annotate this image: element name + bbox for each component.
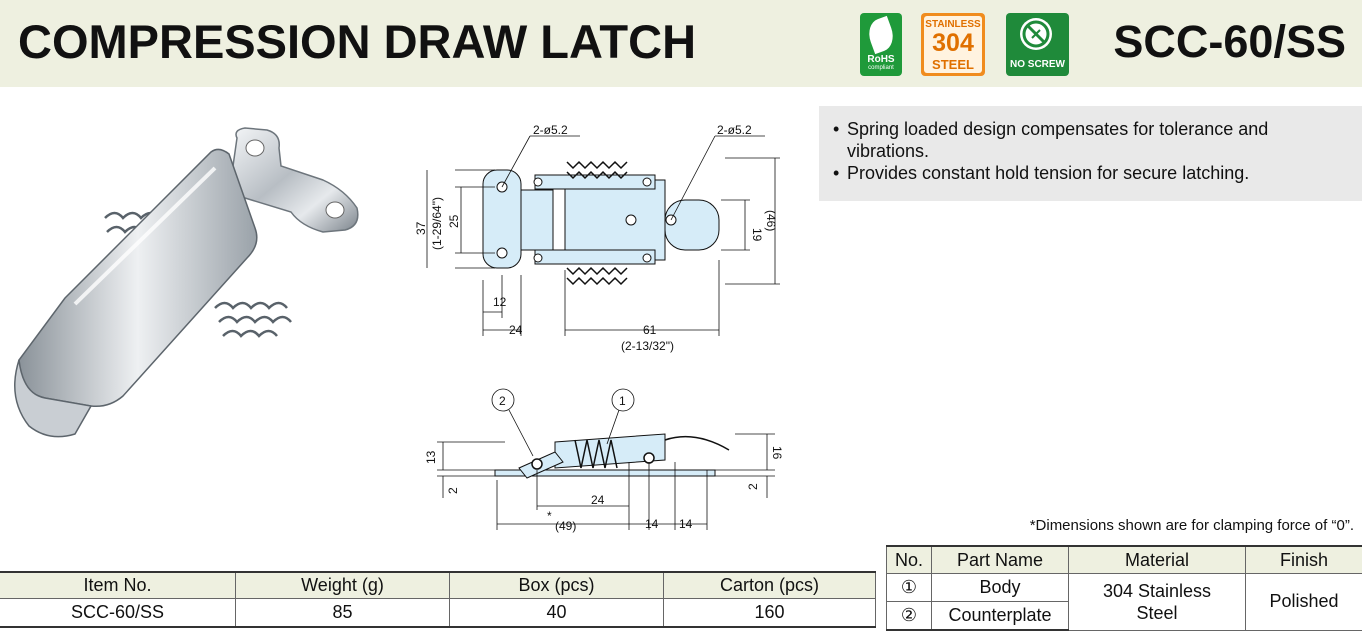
dim-61-inch: (2-13/32") [621, 339, 674, 353]
callout-1: 1 [619, 394, 626, 408]
part-no-cell: ① [886, 573, 932, 602]
item-header-item-no: Item No. [0, 571, 236, 599]
no-screw-icon [1020, 18, 1052, 50]
table-row: ② Counterplate [886, 601, 1362, 631]
dim-2-left: 2 [446, 487, 460, 494]
parts-header-part-name: Part Name [931, 545, 1069, 574]
parts-header-material: Material [1068, 545, 1246, 574]
dim-hole-left: 2-ø5.2 [533, 123, 568, 137]
finish-cell: Polished [1245, 573, 1362, 631]
item-header-weight: Weight (g) [235, 571, 450, 599]
feature-item: Provides constant hold tension for secur… [833, 162, 1352, 184]
item-no-cell: SCC-60/SS [0, 598, 236, 628]
dim-37-inch: (1-29/64") [430, 197, 444, 250]
stainless-steel-badge: STAINLESS 304 STEEL [921, 13, 985, 76]
no-screw-badge: NO SCREW [1006, 13, 1069, 76]
top-view [482, 169, 720, 269]
rohs-label: RoHS [867, 54, 895, 65]
dim-14b: 14 [679, 517, 693, 531]
dim-49-star: * [547, 509, 552, 523]
part-no-cell: ② [886, 601, 932, 631]
steel-grade-number: 304 [932, 29, 974, 57]
dim-25: 25 [447, 214, 461, 228]
item-table: Item No. Weight (g) Box (pcs) Carton (pc… [0, 571, 876, 628]
product-photo [5, 108, 395, 448]
dim-24-side: 24 [591, 493, 605, 507]
leaf-icon [864, 15, 898, 55]
item-header-carton: Carton (pcs) [663, 571, 876, 599]
part-name-cell: Counterplate [931, 601, 1069, 631]
dim-46: (46) [764, 210, 778, 231]
dim-13: 13 [424, 450, 438, 464]
no-screw-label: NO SCREW [1010, 59, 1065, 70]
weight-cell: 85 [235, 598, 450, 628]
part-name-cell: Body [931, 573, 1069, 602]
carton-cell: 160 [663, 598, 876, 628]
table-row: SCC-60/SS 85 40 160 [0, 598, 876, 628]
dim-2-right: 2 [746, 483, 760, 490]
callout-2: 2 [499, 394, 506, 408]
dim-16: 16 [770, 446, 784, 460]
box-cell: 40 [449, 598, 664, 628]
table-row: ① Body 304 Stainless Steel Polished [886, 573, 1362, 631]
technical-drawing: 2-ø5.2 2-ø5.2 37 (1-29/64") 25 19 (46) 1… [395, 100, 815, 540]
dim-12: 12 [493, 295, 507, 309]
dim-19: 19 [750, 228, 764, 242]
feature-item: Spring loaded design compensates for tol… [833, 118, 1352, 162]
dim-hole-right: 2-ø5.2 [717, 123, 752, 137]
item-header-box: Box (pcs) [449, 571, 664, 599]
dim-61: 61 [643, 323, 657, 337]
page-title: COMPRESSION DRAW LATCH [18, 15, 697, 68]
parts-header-no: No. [886, 545, 932, 574]
material-cell: 304 Stainless Steel [1068, 573, 1246, 631]
features-box: Spring loaded design compensates for tol… [819, 106, 1362, 201]
dim-14a: 14 [645, 517, 659, 531]
dim-49: (49) [555, 519, 576, 533]
dim-24-top: 24 [509, 323, 523, 337]
header-bar: COMPRESSION DRAW LATCH RoHS compliant ST… [0, 0, 1362, 87]
dim-37: 37 [414, 221, 428, 235]
parts-table: No. Part Name Material Finish ① Body 304… [886, 545, 1362, 631]
model-number: SCC-60/SS [1113, 16, 1346, 67]
rohs-badge: RoHS compliant [860, 13, 902, 76]
rohs-sub-label: compliant [868, 65, 894, 71]
parts-header-finish: Finish [1245, 545, 1362, 574]
steel-label: STEEL [932, 57, 974, 72]
stainless-label: STAINLESS [925, 19, 981, 30]
dimension-note: *Dimensions shown are for clamping force… [1029, 517, 1354, 534]
